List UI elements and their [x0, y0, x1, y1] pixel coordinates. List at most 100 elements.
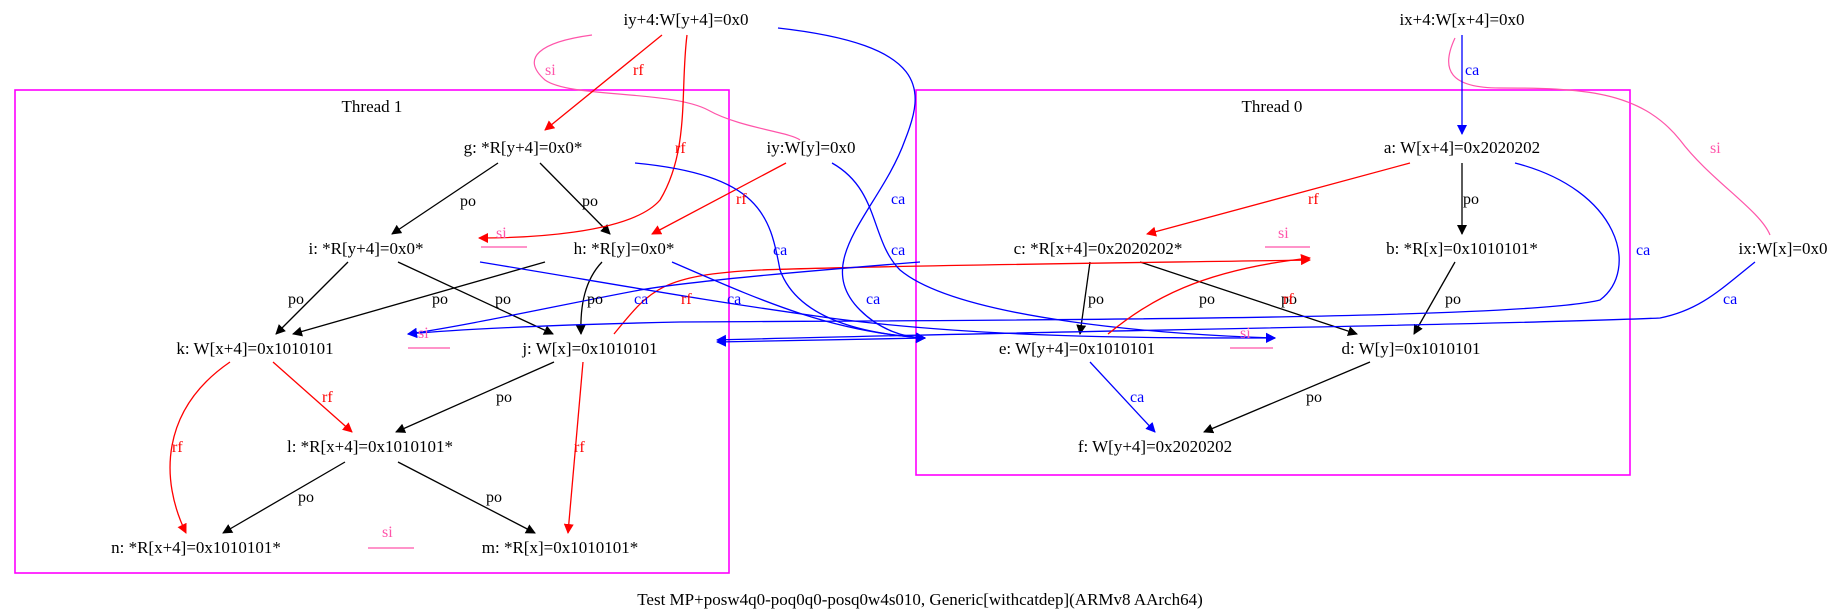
edge-label-ca: ca: [1723, 291, 1737, 308]
po-edge-j-l: [395, 361, 555, 433]
edge-label-rf: rf: [1283, 291, 1294, 308]
node-l: l: *R[x+4]=0x1010101*: [287, 437, 453, 456]
node-n: n: *R[x+4]=0x1010101*: [111, 538, 281, 557]
edge-label-si: si: [1278, 225, 1289, 242]
po-edge-i-j: [397, 261, 554, 335]
po-edge-g-i: [391, 162, 499, 235]
edge-label-ca: ca: [891, 242, 905, 259]
nodes: iy+4:W[y+4]=0x0 ix+4:W[x+4]=0x0 iy:W[y]=…: [111, 10, 1827, 557]
edge-label-ca: ca: [866, 291, 880, 308]
edge-labels: po po po po po po po po po po po po po p…: [172, 62, 1737, 541]
node-iy4: iy+4:W[y+4]=0x0: [623, 10, 748, 29]
edge-label-rf: rf: [322, 389, 333, 406]
edge-label-po: po: [495, 291, 511, 308]
node-f: f: W[y+4]=0x2020202: [1078, 437, 1232, 456]
po-edge-b-d: [1413, 261, 1456, 335]
po-edge-h-k: [292, 261, 546, 337]
ca-edge-j-e-bi: [716, 333, 926, 347]
edge-label-po: po: [1463, 191, 1479, 208]
node-e: e: W[y+4]=0x1010101: [999, 339, 1155, 358]
node-b: b: *R[x]=0x1010101*: [1386, 239, 1538, 258]
po-edges: [222, 162, 1467, 534]
edge-label-po: po: [1088, 291, 1104, 308]
ca-edge-iy-d: [831, 162, 1276, 343]
edge-label-ca: ca: [1636, 242, 1650, 259]
si-edge: [1448, 37, 1771, 236]
edge-label-ca: ca: [634, 291, 648, 308]
rf-edge-iy4-i: [478, 34, 688, 243]
node-g: g: *R[y+4]=0x0*: [464, 138, 583, 157]
ca-edge-i-d: [479, 261, 1276, 343]
edge-label-rf: rf: [633, 62, 644, 79]
edge-label-si: si: [382, 524, 393, 541]
ca-edge-e-k: [407, 261, 921, 338]
edge-label-po: po: [1281, 291, 1297, 308]
po-edge-g-h: [539, 162, 611, 235]
node-k: k: W[x+4]=0x1010101: [176, 339, 333, 358]
node-iy: iy:W[y]=0x0: [767, 138, 856, 157]
rf-edge-j-b: [613, 255, 1311, 335]
rf-edge-j-m: [563, 361, 584, 534]
node-i: i: *R[y+4]=0x0*: [308, 239, 423, 258]
edge-label-si: si: [1240, 325, 1251, 342]
edge-label-po: po: [1199, 291, 1215, 308]
po-edge-h-j: [575, 261, 603, 335]
rf-edge-iy4-g: [544, 34, 663, 131]
ca-edges: [407, 27, 1756, 433]
edge-label-ca: ca: [1130, 389, 1144, 406]
edge-label-po: po: [1306, 389, 1322, 406]
edge-label-ca: ca: [1465, 62, 1479, 79]
thread-0-label: Thread 0: [1242, 97, 1303, 116]
edge-label-po: po: [1445, 291, 1461, 308]
edge-label-po: po: [496, 389, 512, 406]
node-ix: ix:W[x]=0x0: [1739, 239, 1828, 258]
node-c: c: *R[x+4]=0x2020202*: [1014, 239, 1183, 258]
po-edge-i-k: [275, 261, 349, 335]
po-edge-c-d: [1139, 261, 1358, 336]
edge-label-si: si: [545, 62, 556, 79]
node-ix4: ix+4:W[x+4]=0x0: [1399, 10, 1524, 29]
edge-label-ca: ca: [727, 291, 741, 308]
node-d: d: W[y]=0x1010101: [1341, 339, 1480, 358]
edge-label-rf: rf: [574, 439, 585, 456]
thread-1-cluster: [14, 89, 730, 574]
edge-label-po: po: [432, 291, 448, 308]
node-a: a: W[x+4]=0x2020202: [1384, 138, 1540, 157]
edge-label-po: po: [587, 291, 603, 308]
edge-label-si: si: [496, 225, 507, 242]
ca-edge-a-k: [407, 162, 1620, 339]
rf-edge-e-h: [1107, 254, 1311, 335]
rf-edge-iy-h: [651, 162, 787, 235]
po-edge-d-f: [1203, 361, 1371, 434]
edge-label-po: po: [288, 291, 304, 308]
edge-label-po: po: [582, 193, 598, 210]
po-edge-c-e: [1076, 261, 1091, 335]
edge-label-rf: rf: [736, 191, 747, 208]
edge-label-po: po: [460, 193, 476, 210]
edge-label-si: si: [418, 325, 429, 342]
ca-edge-e-f: [1089, 361, 1156, 433]
thread-1-label: Thread 1: [342, 97, 403, 116]
graph-caption: Test MP+posw4q0-poq0q0-posq0w4s010, Gene…: [637, 590, 1203, 609]
po-edge-l-n: [222, 461, 346, 534]
edge-label-si: si: [1710, 140, 1721, 157]
rf-edge-k-l: [272, 361, 353, 433]
node-h: h: *R[y]=0x0*: [574, 239, 675, 258]
edge-label-ca: ca: [773, 242, 787, 259]
edge-label-rf: rf: [1308, 191, 1319, 208]
node-j: j: W[x]=0x1010101: [521, 339, 657, 358]
ca-edge-iy4-e: [777, 27, 926, 343]
edge-label-po: po: [298, 489, 314, 506]
edge-label-ca: ca: [891, 191, 905, 208]
edge-label-rf: rf: [675, 140, 686, 157]
rf-edge-k-n: [169, 361, 231, 534]
si-edge: [533, 34, 801, 141]
po-edge-l-m: [397, 461, 536, 534]
si-edges: [368, 34, 1771, 549]
edge-label-po: po: [486, 489, 502, 506]
thread-0-cluster: [915, 89, 1631, 476]
rf-edges: [169, 34, 1411, 534]
node-m: m: *R[x]=0x1010101*: [482, 538, 638, 557]
edge-label-rf: rf: [172, 439, 183, 456]
